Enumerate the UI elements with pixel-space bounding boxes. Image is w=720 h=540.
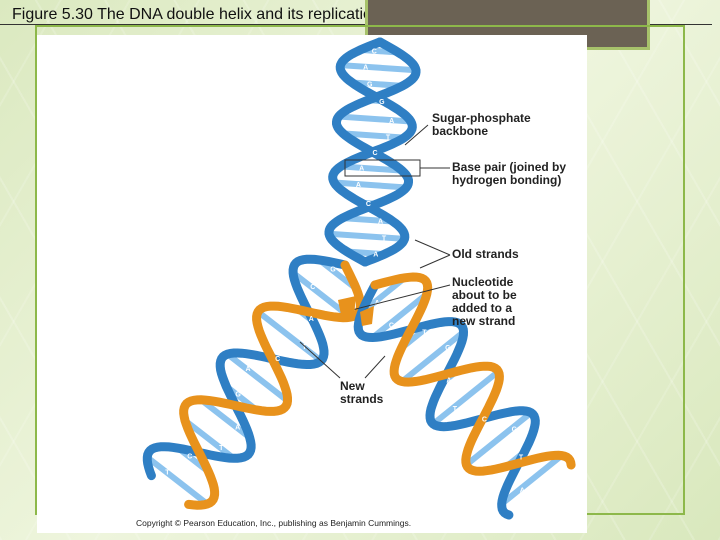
upper-helix-base-letter: A (389, 118, 394, 125)
left-helix-base-letter: C (187, 453, 192, 460)
upper-helix-base-letter: C (373, 150, 378, 157)
left-helix-base-letter: T (219, 445, 224, 452)
free-nucleotide (338, 296, 374, 326)
right-helix-base-letter: T (453, 406, 458, 413)
right-helix-strand-2 (370, 272, 576, 476)
left-helix-base-letter: T (165, 469, 170, 476)
upper-helix-base-letter: A (359, 166, 364, 173)
pointer-old-strand-1 (414, 239, 451, 256)
upper-helix-base-letter: C (372, 49, 377, 56)
upper-helix-base-letter: G (367, 81, 373, 88)
right-helix-base-letter: C (389, 322, 394, 329)
label-pointer-lines (299, 124, 451, 379)
upper-helix-rung (342, 130, 405, 141)
left-helix-rung (199, 397, 252, 441)
label-nucleotide: Nucleotide about to be added to a new st… (452, 275, 517, 328)
upper-helix-base-letter: A (363, 65, 368, 72)
pointer-backbone (404, 124, 429, 146)
left-helix-base-letter: A (235, 424, 240, 431)
pointer-new-strand-1 (299, 341, 341, 379)
label-base-pair: Base pair (joined by hydrogen bonding) (452, 160, 567, 187)
upper-helix-base-letter: T (382, 235, 387, 242)
right-helix-base-letter: A (446, 378, 451, 385)
left-helix-rung (145, 454, 210, 507)
copyright-notice: Copyright © Pearson Education, Inc., pub… (136, 518, 412, 528)
pointer-nucleotide (351, 284, 451, 311)
upper-helix-rung (333, 179, 407, 191)
right-helix-rung (499, 453, 564, 507)
right-helix-rung (370, 291, 429, 340)
upper-helix-base-letter: G (379, 99, 385, 106)
upper-helix-rung (328, 230, 405, 242)
label-new-strands: New strands (340, 379, 384, 406)
left-helix-base-letter: C (275, 356, 280, 363)
right-helix-rung (431, 369, 501, 427)
slide-title: Figure 5.30 The DNA double helix and its… (12, 6, 381, 23)
upper-helix-strand-2 (324, 37, 421, 267)
right-helix-base-letter: G (512, 426, 518, 433)
label-backbone: Sugar-phosphate backbone (432, 111, 531, 138)
right-helix-base-letter: T (519, 454, 524, 461)
left-helix-base-letter: A (245, 366, 250, 373)
left-helix-rung (256, 309, 323, 364)
upper-helix-base-letter: A (378, 219, 383, 226)
right-helix-strand-1 (353, 280, 540, 520)
left-helix-base-letter: G (235, 391, 241, 398)
upper-helix-base-letter: A (373, 251, 378, 258)
label-old-strands: Old strands (452, 247, 519, 261)
pointer-new-strand-2 (364, 355, 386, 379)
left-helix-base-letter: T (302, 344, 307, 351)
left-helix-base-letter: G (330, 267, 336, 274)
right-helix-rung (400, 329, 466, 384)
right-helix-base-letter: C (482, 417, 487, 424)
upper-helix-base-letter: A (356, 182, 361, 189)
left-helix-base-letter: C (310, 284, 315, 291)
left-helix-rung (225, 351, 290, 404)
upper-helix-base-letter: C (366, 201, 371, 208)
title-underline (0, 24, 712, 25)
left-helix-strand-2 (179, 260, 365, 510)
left-helix-rung (183, 418, 236, 461)
left-helix-base-letter: A (309, 316, 314, 323)
upper-helix-rung (340, 163, 403, 174)
right-helix-base-letter: A (520, 487, 525, 494)
right-helix-base-letter: T (422, 329, 427, 336)
helix-strands (142, 37, 576, 520)
pointer-old-strand-2 (419, 254, 451, 269)
upper-helix-base-letter: T (386, 134, 391, 141)
right-helix-base-letter: G (445, 345, 451, 352)
upper-helix-rung (340, 62, 417, 74)
right-helix-rung (464, 410, 533, 468)
upper-helix-rung (338, 113, 412, 125)
